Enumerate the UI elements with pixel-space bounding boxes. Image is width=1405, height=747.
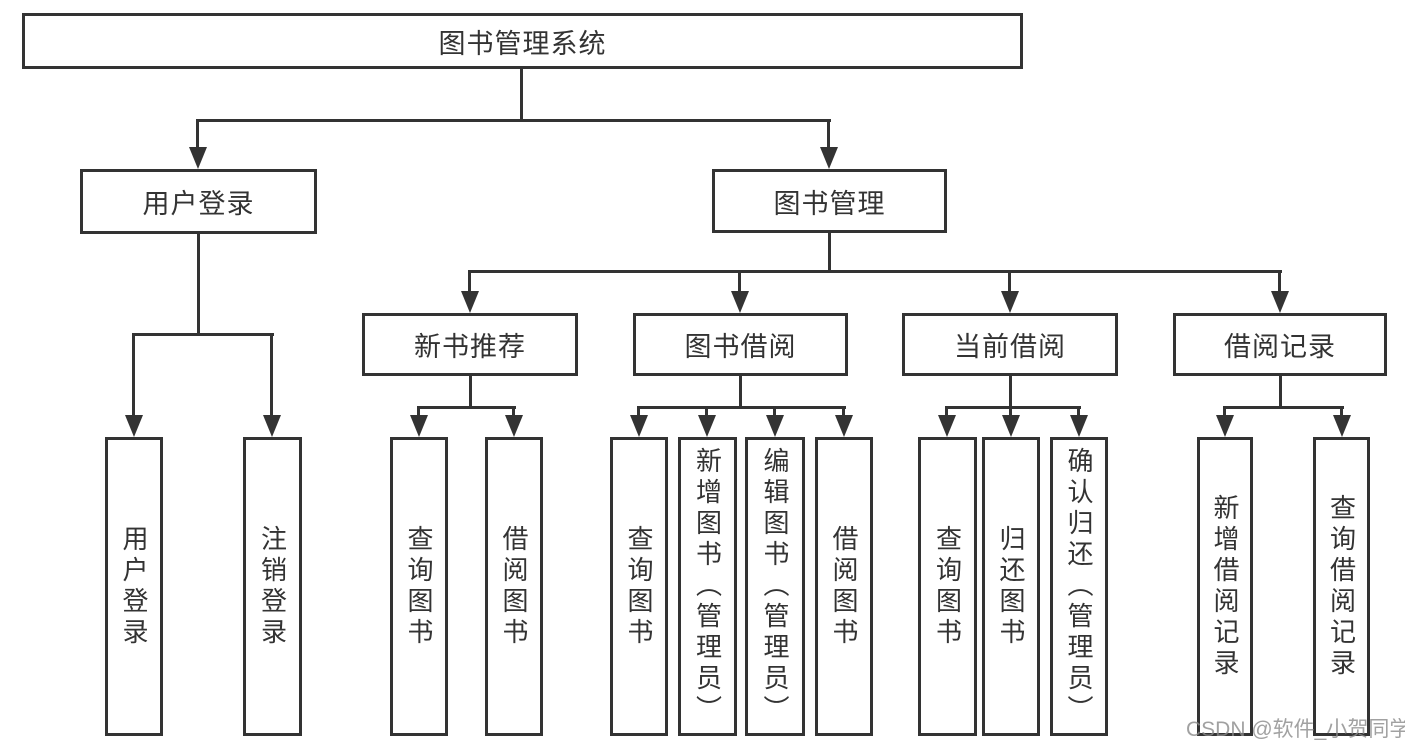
leaf-label: 用户登录 [119,524,149,649]
connector-line [418,406,516,409]
leaf-logout: 注销登录 [243,437,302,736]
node-borrowing-records: 借阅记录 [1173,313,1387,376]
leaf-label: 查询图书 [404,524,434,649]
arrow-down-icon [1271,270,1289,313]
arrow-down-icon [1002,406,1020,437]
leaf-query-books-borrowing: 查询图书 [610,437,668,736]
connector-line [828,232,831,273]
leaf-borrow-books-recommend: 借阅图书 [485,437,543,736]
connector-line [520,68,523,122]
node-book-borrowing: 图书借阅 [633,313,848,376]
node-label: 用户登录 [142,189,255,219]
leaf-label: 确认归还（管理员） [1064,447,1094,726]
arrow-down-icon [189,119,207,169]
arrow-down-icon [630,406,648,437]
node-user-login: 用户登录 [80,169,317,234]
arrow-down-icon [125,333,143,437]
connector-line [1224,406,1344,409]
arrow-down-icon [461,270,479,313]
leaf-return-books: 归还图书 [982,437,1040,736]
node-label: 当前借阅 [954,332,1066,362]
csdn-watermark: CSDN @软件_小贺同学 [1186,718,1405,741]
arrow-down-icon [1216,406,1234,437]
connector-line [739,375,742,409]
leaf-label: 查询图书 [624,524,654,649]
connector-line [133,333,274,336]
leaf-confirm-return-admin: 确认归还（管理员） [1050,437,1108,736]
leaf-label: 归还图书 [996,524,1026,649]
connector-line [197,119,831,122]
node-label: 图书管理系统 [438,28,607,59]
connector-line [197,233,200,336]
node-label: 借阅记录 [1224,332,1336,362]
arrow-down-icon [410,406,428,437]
connector-line [1279,375,1282,409]
node-label: 图书管理 [773,188,886,219]
leaf-query-books-current: 查询图书 [918,437,977,736]
connector-line [946,406,1081,409]
leaf-add-book-admin: 新增图书（管理员） [678,437,737,736]
arrow-down-icon [766,406,784,437]
node-label: 新书推荐 [414,332,526,362]
leaf-borrow-books-borrowing: 借阅图书 [815,437,873,736]
leaf-query-books-recommend: 查询图书 [390,437,448,736]
node-book-management: 图书管理 [712,169,947,233]
leaf-label: 借阅图书 [829,524,859,649]
leaf-label: 新增借阅记录 [1210,493,1240,680]
node-root-library-management-system: 图书管理系统 [22,13,1023,69]
leaf-label: 编辑图书（管理员） [760,447,790,726]
arrow-down-icon [820,119,838,169]
arrow-down-icon [505,406,523,437]
leaf-label: 借阅图书 [499,524,529,649]
arrow-down-icon [1333,406,1351,437]
leaf-label: 注销登录 [257,524,288,649]
connector-line [469,375,472,409]
connector-line [469,270,1282,273]
arrow-down-icon [263,333,281,437]
connector-line [638,406,846,409]
arrow-down-icon [698,406,716,437]
leaf-label: 新增图书（管理员） [692,447,723,726]
arrow-down-icon [835,406,853,437]
leaf-user-login: 用户登录 [105,437,163,736]
arrow-down-icon [1070,406,1088,437]
node-label: 图书借阅 [684,332,797,362]
node-current-borrowing: 当前借阅 [902,313,1118,376]
leaf-label: 查询图书 [932,524,963,649]
leaf-label: 查询借阅记录 [1326,493,1357,680]
leaf-add-borrow-record: 新增借阅记录 [1197,437,1253,736]
arrow-down-icon [938,406,956,437]
leaf-edit-book-admin: 编辑图书（管理员） [745,437,805,736]
node-new-book-recommendation: 新书推荐 [362,313,578,376]
connector-line [1009,375,1012,409]
leaf-query-borrow-record: 查询借阅记录 [1313,437,1370,736]
arrow-down-icon [731,270,749,313]
arrow-down-icon [1001,270,1019,313]
